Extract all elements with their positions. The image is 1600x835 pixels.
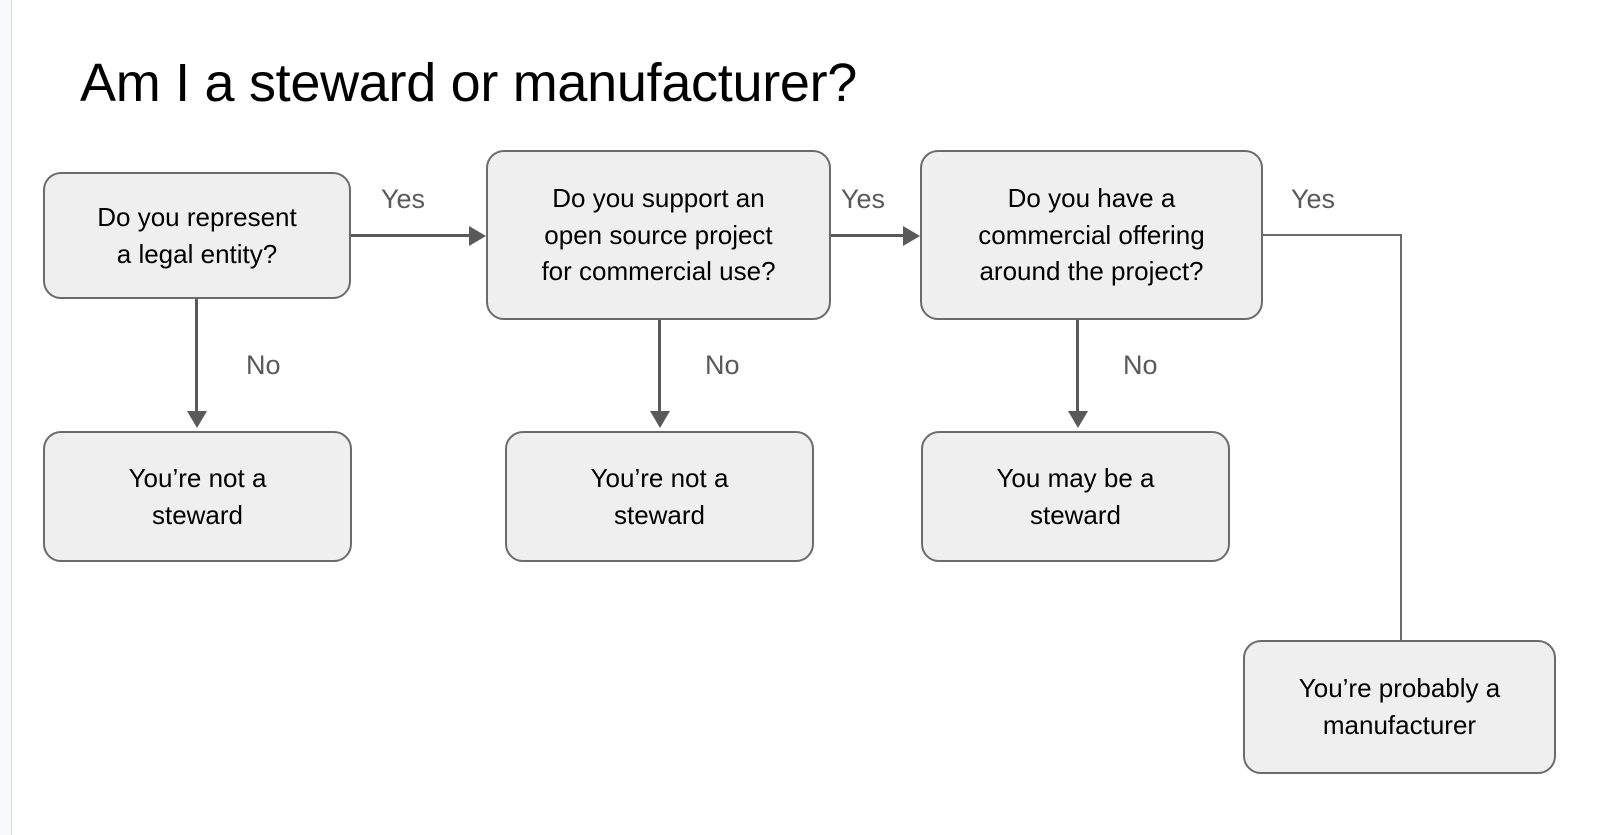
page-title: Am I a steward or manufacturer?	[80, 53, 858, 113]
node-do-you-support-an-open-source-project[interactable]: Do you support an open source project fo…	[486, 150, 831, 320]
arrowhead-q3-to-r3	[1068, 411, 1088, 428]
arrowhead-q2-to-r2	[650, 411, 670, 428]
node-youre-not-a-steward-2[interactable]: You’re not a steward	[505, 431, 814, 562]
node-you-may-be-a-steward[interactable]: You may be a steward	[921, 431, 1230, 562]
node-label: You’re probably a manufacturer	[1298, 673, 1501, 740]
page-gutter	[0, 0, 11, 835]
node-do-you-represent-a-legal-entity[interactable]: Do you represent a legal entity?	[43, 172, 351, 299]
node-label: Do you support an open source project fo…	[541, 182, 776, 287]
connector-q1-to-r1	[195, 299, 198, 411]
edge-label-no-q3-r3: No	[1123, 350, 1158, 380]
node-youre-not-a-steward-1[interactable]: You’re not a steward	[43, 431, 352, 562]
node-label: You’re not a steward	[590, 462, 729, 530]
connector-q1-to-q2	[351, 234, 469, 237]
connector-q3-to-manufacturer-vertical	[1400, 234, 1402, 642]
arrowhead-q2-to-q3	[903, 226, 920, 246]
arrowhead-q1-to-q2	[469, 226, 486, 246]
arrowhead-q1-to-r1	[187, 411, 207, 428]
node-do-you-have-a-commercial-offering[interactable]: Do you have a commercial offering around…	[920, 150, 1263, 320]
edge-label-no-q2-r2: No	[705, 350, 740, 380]
node-youre-probably-a-manufacturer[interactable]: You’re probably a manufacturer	[1243, 640, 1556, 774]
connector-q3-to-r3	[1076, 320, 1079, 411]
node-label: You’re not a steward	[128, 462, 267, 530]
connector-q2-to-q3	[831, 234, 903, 237]
node-label: Do you represent a legal entity?	[97, 201, 297, 269]
connector-q3-to-manufacturer-horizontal	[1262, 234, 1402, 236]
edge-label-yes-q2-q3: Yes	[841, 184, 886, 214]
node-label: Do you have a commercial offering around…	[978, 182, 1205, 287]
edge-label-yes-q3-manufacturer: Yes	[1291, 184, 1336, 214]
node-label: You may be a steward	[996, 462, 1155, 530]
connector-q2-to-r2	[658, 320, 661, 411]
edge-label-no-q1-r1: No	[246, 350, 281, 380]
edge-label-yes-q1-q2: Yes	[381, 184, 426, 214]
page-edge-rule	[11, 0, 12, 835]
